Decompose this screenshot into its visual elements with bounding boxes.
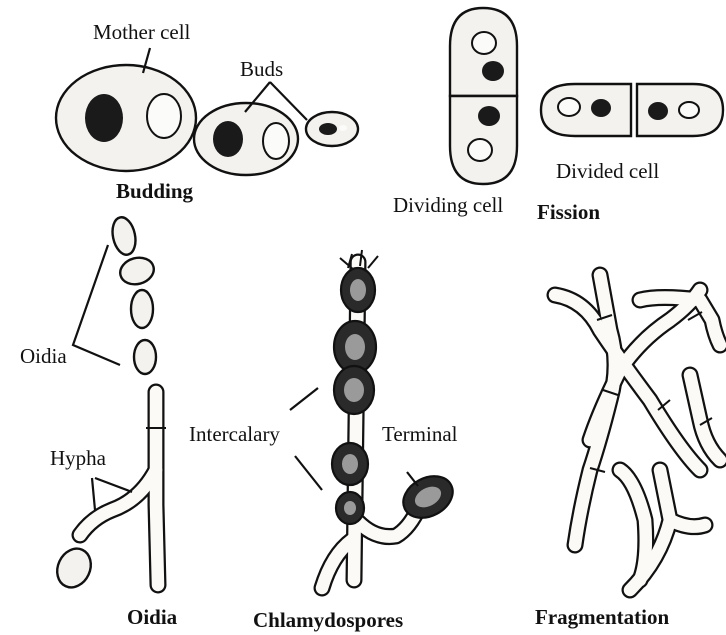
label-buds: Buds bbox=[240, 57, 283, 81]
oidium-2 bbox=[117, 254, 157, 288]
bud-large-vacuole bbox=[263, 123, 289, 159]
dividing-cell-vacuole-bottom bbox=[468, 139, 492, 161]
divided-cell-left-nucleus bbox=[591, 99, 611, 117]
mother-cell-nucleus bbox=[85, 94, 123, 142]
caption-oidia: Oidia bbox=[127, 605, 178, 629]
divided-cell-left-vacuole bbox=[558, 98, 580, 116]
oidium-attached bbox=[51, 543, 97, 593]
label-hypha: Hypha bbox=[50, 446, 107, 470]
mother-cell-vacuole bbox=[147, 94, 181, 138]
divided-cell-right-nucleus bbox=[648, 102, 668, 120]
label-oidia-pointer: Oidia bbox=[20, 344, 67, 368]
divided-cell-left bbox=[541, 84, 631, 136]
label-terminal: Terminal bbox=[382, 422, 458, 446]
label-dividing-cell: Dividing cell bbox=[393, 193, 503, 217]
budding-group bbox=[56, 48, 358, 175]
dividing-cell-vacuole-top bbox=[472, 32, 496, 54]
label-fission: Fission bbox=[537, 200, 600, 224]
fragmentation-group bbox=[555, 275, 720, 590]
oidium-1 bbox=[109, 215, 138, 257]
dividing-cell-nucleus-bottom bbox=[478, 106, 500, 126]
label-mother-cell: Mother cell bbox=[93, 20, 191, 44]
fission-group bbox=[450, 8, 723, 184]
oidia-pointer bbox=[73, 245, 120, 365]
dividing-cell-nucleus-top bbox=[482, 61, 504, 81]
bud-large-nucleus bbox=[213, 121, 243, 157]
bud-small-vacuole bbox=[339, 125, 347, 131]
oidium-4 bbox=[134, 340, 156, 374]
chlamydospores-group bbox=[290, 250, 460, 588]
oidia-group bbox=[51, 215, 166, 593]
label-budding: Budding bbox=[116, 179, 194, 203]
bud-small-nucleus bbox=[319, 123, 337, 135]
intercalary-pointer bbox=[290, 388, 322, 490]
caption-chlamydospores: Chlamydospores bbox=[253, 608, 403, 632]
label-divided-cell: Divided cell bbox=[556, 159, 659, 183]
oidium-3 bbox=[131, 290, 153, 328]
caption-fragmentation: Fragmentation bbox=[535, 605, 669, 629]
divided-cell-right-vacuole bbox=[679, 102, 699, 118]
label-intercalary: Intercalary bbox=[189, 422, 280, 446]
